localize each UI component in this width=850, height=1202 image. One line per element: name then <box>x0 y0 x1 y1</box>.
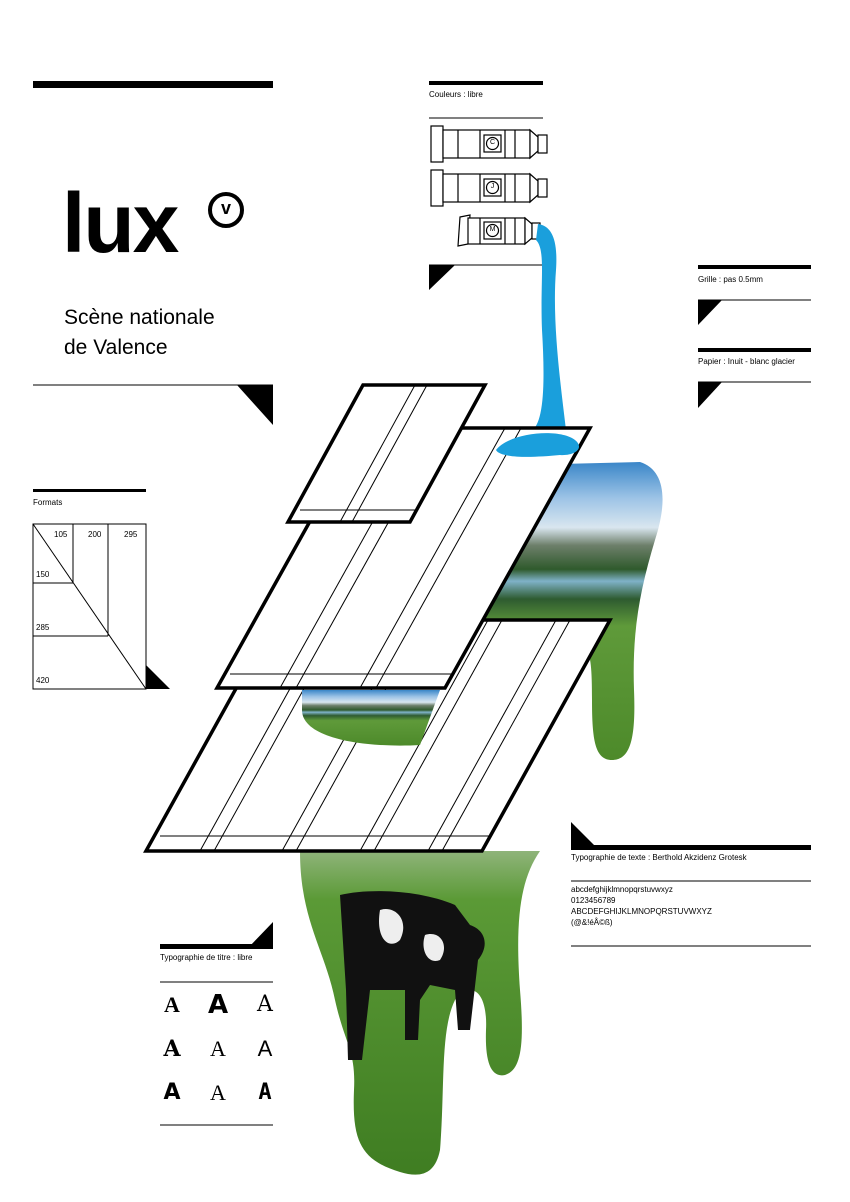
tube-label-m: M <box>489 226 496 233</box>
format-height-150: 150 <box>36 570 50 579</box>
title-glyph-2: A <box>207 990 229 1020</box>
brand-circle-mark <box>208 192 244 228</box>
paint-stream <box>490 224 579 460</box>
paint-tube-m <box>457 214 541 247</box>
corner-triangle <box>237 385 273 425</box>
paint-tube-j <box>430 169 548 207</box>
header-bar <box>33 81 273 88</box>
typo-titre-label: Typographie de titre : libre <box>160 953 253 962</box>
paper-sheet-small <box>285 383 488 524</box>
grille-label: Grille : pas 0.5mm <box>698 275 763 284</box>
title-glyph-7: A <box>163 1080 181 1105</box>
papier-label: Papier : Inuit - blanc glacier <box>698 357 795 366</box>
brand-mark: v <box>220 198 231 218</box>
title-glyph-8: A <box>210 1080 226 1105</box>
landscape-under-sheet <box>302 690 440 746</box>
format-height-285: 285 <box>36 623 50 632</box>
title-glyph-9: A <box>258 1080 272 1105</box>
formats-diagram <box>32 523 147 690</box>
paint-tubes <box>430 125 548 247</box>
specimen-lowercase: abcdefghijklmnopqrstuvwxyz <box>571 885 673 894</box>
title-glyph-5: A <box>210 1036 226 1061</box>
subtitle-line-1: Scène nationale <box>64 306 215 329</box>
title-glyph-6: A <box>257 1036 273 1061</box>
paint-puddle <box>496 433 580 457</box>
subtitle-line-2: de Valence <box>64 336 168 359</box>
couleurs-label: Couleurs : libre <box>429 90 483 99</box>
brand-logo: lux <box>62 176 179 270</box>
title-glyph-3: A <box>257 992 273 1017</box>
tube-label-j: J <box>490 183 495 190</box>
format-width-295: 295 <box>124 530 138 539</box>
format-height-420: 420 <box>36 676 50 685</box>
title-glyph-4: A <box>163 1036 181 1062</box>
paint-tube-c <box>430 125 548 163</box>
tube-label-c: C <box>489 139 496 146</box>
specimen-digits: 0123456789 <box>571 896 616 905</box>
specimen-symbols: (@&!éÅ©ß) <box>571 918 613 927</box>
formats-label: Formats <box>33 498 63 507</box>
cow-image <box>340 891 485 1060</box>
specimen-uppercase: ABCDEFGHIJKLMNOPQRSTUVWXYZ <box>571 907 712 916</box>
format-width-105: 105 <box>54 530 68 539</box>
typo-texte-label: Typographie de texte : Berthold Akzidenz… <box>571 853 747 862</box>
format-width-200: 200 <box>88 530 102 539</box>
title-glyph-1: A <box>164 992 180 1017</box>
